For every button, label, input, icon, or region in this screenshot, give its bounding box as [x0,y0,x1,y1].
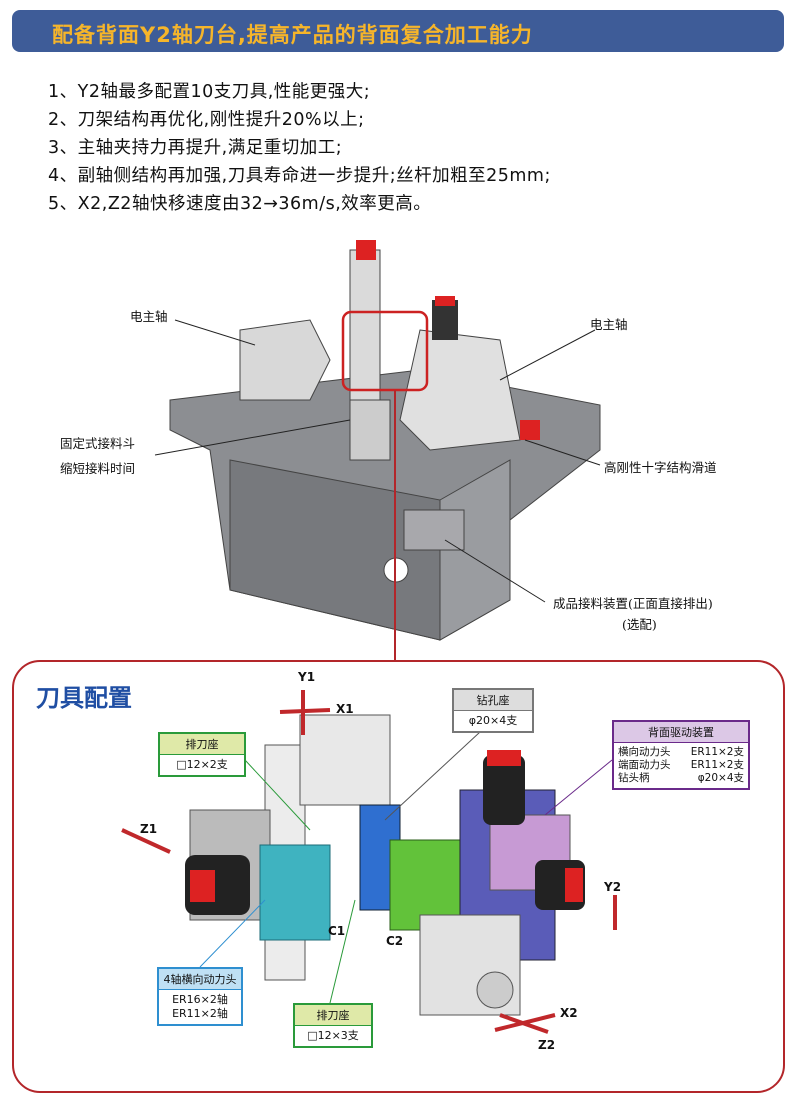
spec-value: φ20×4支 [697,772,744,784]
axis-z2: Z2 [538,1038,556,1052]
callout-gang-top: 排刀座 □12×2支 [158,732,246,777]
callout-spec: ER11×2轴 [172,1007,228,1020]
label-spindle-left: 电主轴 [130,309,168,324]
tooling-title: 刀具配置 [36,684,132,712]
banner-title: 配备背面Y2轴刀台,提高产品的背面复合加工能力 [52,23,533,47]
axis-y1: Y1 [298,670,316,684]
callout-spec: □12×2支 [176,758,228,771]
header-banner: 配备背面Y2轴刀台,提高产品的背面复合加工能力 [12,10,784,52]
feature-item: 4、副轴侧结构再加强,刀具寿命进一步提升;丝杆加粗至25mm; [48,166,551,186]
callout-gang-bottom: 排刀座 □12×3支 [293,1003,373,1048]
spec-name: 钻头柄 [618,772,650,784]
axis-c1: C1 [328,924,346,938]
spec-row: 横向动力头 ER11×2支 [618,746,744,759]
axis-x2: X2 [560,1006,578,1020]
axis-x1: X1 [336,702,354,716]
spec-name: 端面动力头 [618,759,671,771]
spec-name: 横向动力头 [618,746,671,758]
callout-spec: □12×3支 [307,1029,359,1042]
callout-title: 排刀座 [160,734,244,755]
callout-back-drive: 背面驱动装置 横向动力头 ER11×2支 端面动力头 ER11×2支 钻头柄 φ20×… [612,720,750,790]
callout-title: 4轴横向动力头 [159,969,241,990]
axis-y2: Y2 [604,880,622,894]
tooling-panel [12,660,785,1093]
spec-value: ER11×2支 [690,759,744,771]
label-optional: (选配) [622,617,657,632]
spec-value: ER11×2支 [690,746,744,758]
axis-z1: Z1 [140,822,158,836]
label-collector: 成品接料装置(正面直接排出) [553,596,713,611]
callout-title: 背面驱动装置 [614,722,748,743]
feature-item: 1、Y2轴最多配置10支刀具,性能更强大; [48,82,371,102]
callout-title: 钻孔座 [454,690,532,711]
label-spindle-right: 电主轴 [590,317,628,332]
callout-drill: 钻孔座 φ20×4支 [452,688,534,733]
label-hopper-note: 缩短接料时间 [60,461,136,476]
feature-item: 2、刀架结构再优化,刚性提升20%以上; [48,110,365,130]
callout-spec: ER16×2轴 [172,993,228,1006]
feature-item: 5、X2,Z2轴快移速度由32→36m/s,效率更高。 [48,194,432,214]
axis-c2: C2 [386,934,404,948]
label-hopper: 固定式接料斗 [60,436,136,451]
feature-item: 3、主轴夹持力再提升,满足重切加工; [48,138,343,158]
spec-row: 端面动力头 ER11×2支 [618,759,744,772]
callout-spec: φ20×4支 [468,714,518,727]
spec-row: 钻头柄 φ20×4支 [618,772,744,785]
callout-title: 排刀座 [295,1005,371,1026]
feature-list: 1、Y2轴最多配置10支刀具,性能更强大; 2、刀架结构再优化,刚性提升20%以… [48,78,551,218]
label-slide: 高刚性十字结构滑道 [604,460,717,475]
